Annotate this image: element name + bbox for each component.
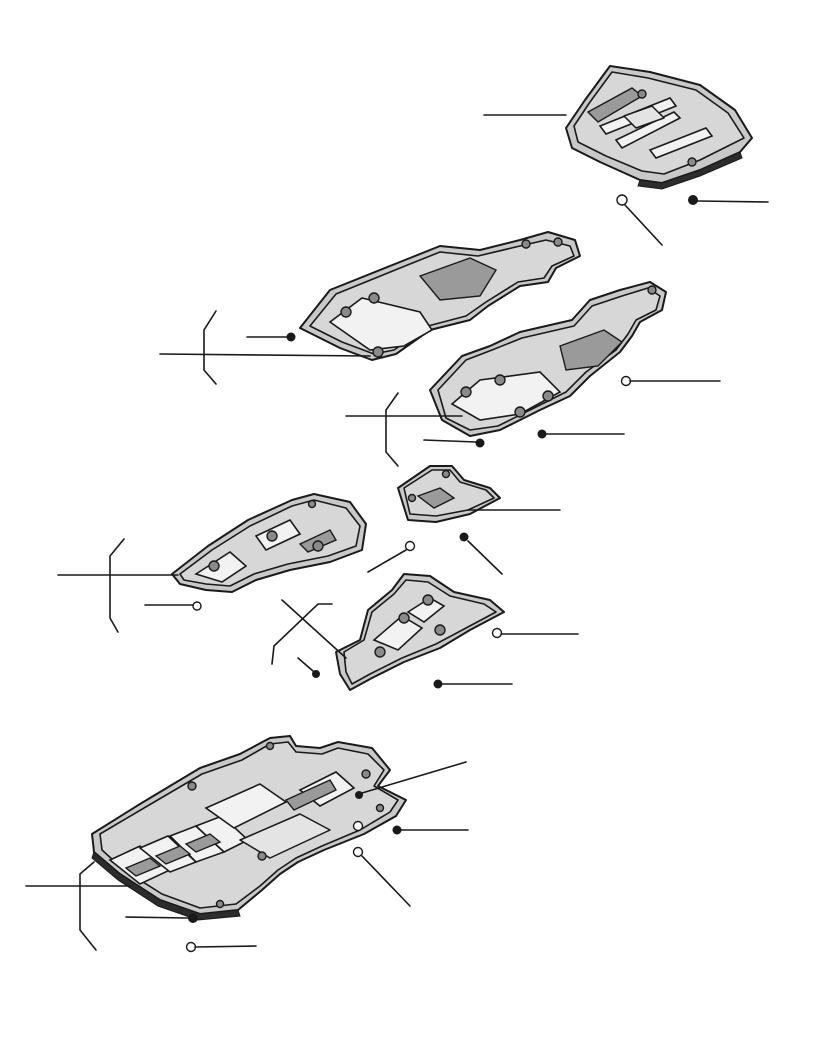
washer-icon (185, 941, 197, 953)
nut-icon (355, 791, 363, 799)
nut-icon (433, 679, 443, 689)
nut-icon (688, 195, 698, 205)
washer-icon (352, 846, 364, 858)
bracket-line (203, 310, 217, 385)
washer-icon (620, 375, 632, 387)
nut-icon (475, 438, 485, 448)
nut-icon (537, 429, 547, 439)
right-side-panel (429, 281, 667, 437)
washer-icon (192, 601, 202, 611)
bracket-line (109, 538, 125, 633)
bracket-line (385, 392, 399, 467)
nut-icon (188, 913, 198, 923)
washer-icon (352, 820, 364, 832)
left-rear-panel (171, 493, 367, 593)
washer-icon (404, 540, 416, 552)
engine-undershield (565, 65, 753, 190)
nut-icon (392, 825, 402, 835)
main-underbody-panel (91, 735, 407, 921)
nut-icon (286, 332, 296, 342)
washer-icon (616, 194, 628, 206)
left-side-panel (299, 231, 581, 361)
nut-icon (459, 532, 469, 542)
bracket-line (79, 861, 97, 951)
right-rear-panel (335, 573, 505, 691)
nut-icon (312, 670, 320, 678)
washer-icon (491, 627, 503, 639)
center-bracket (397, 465, 501, 523)
bracket-line (271, 603, 333, 665)
